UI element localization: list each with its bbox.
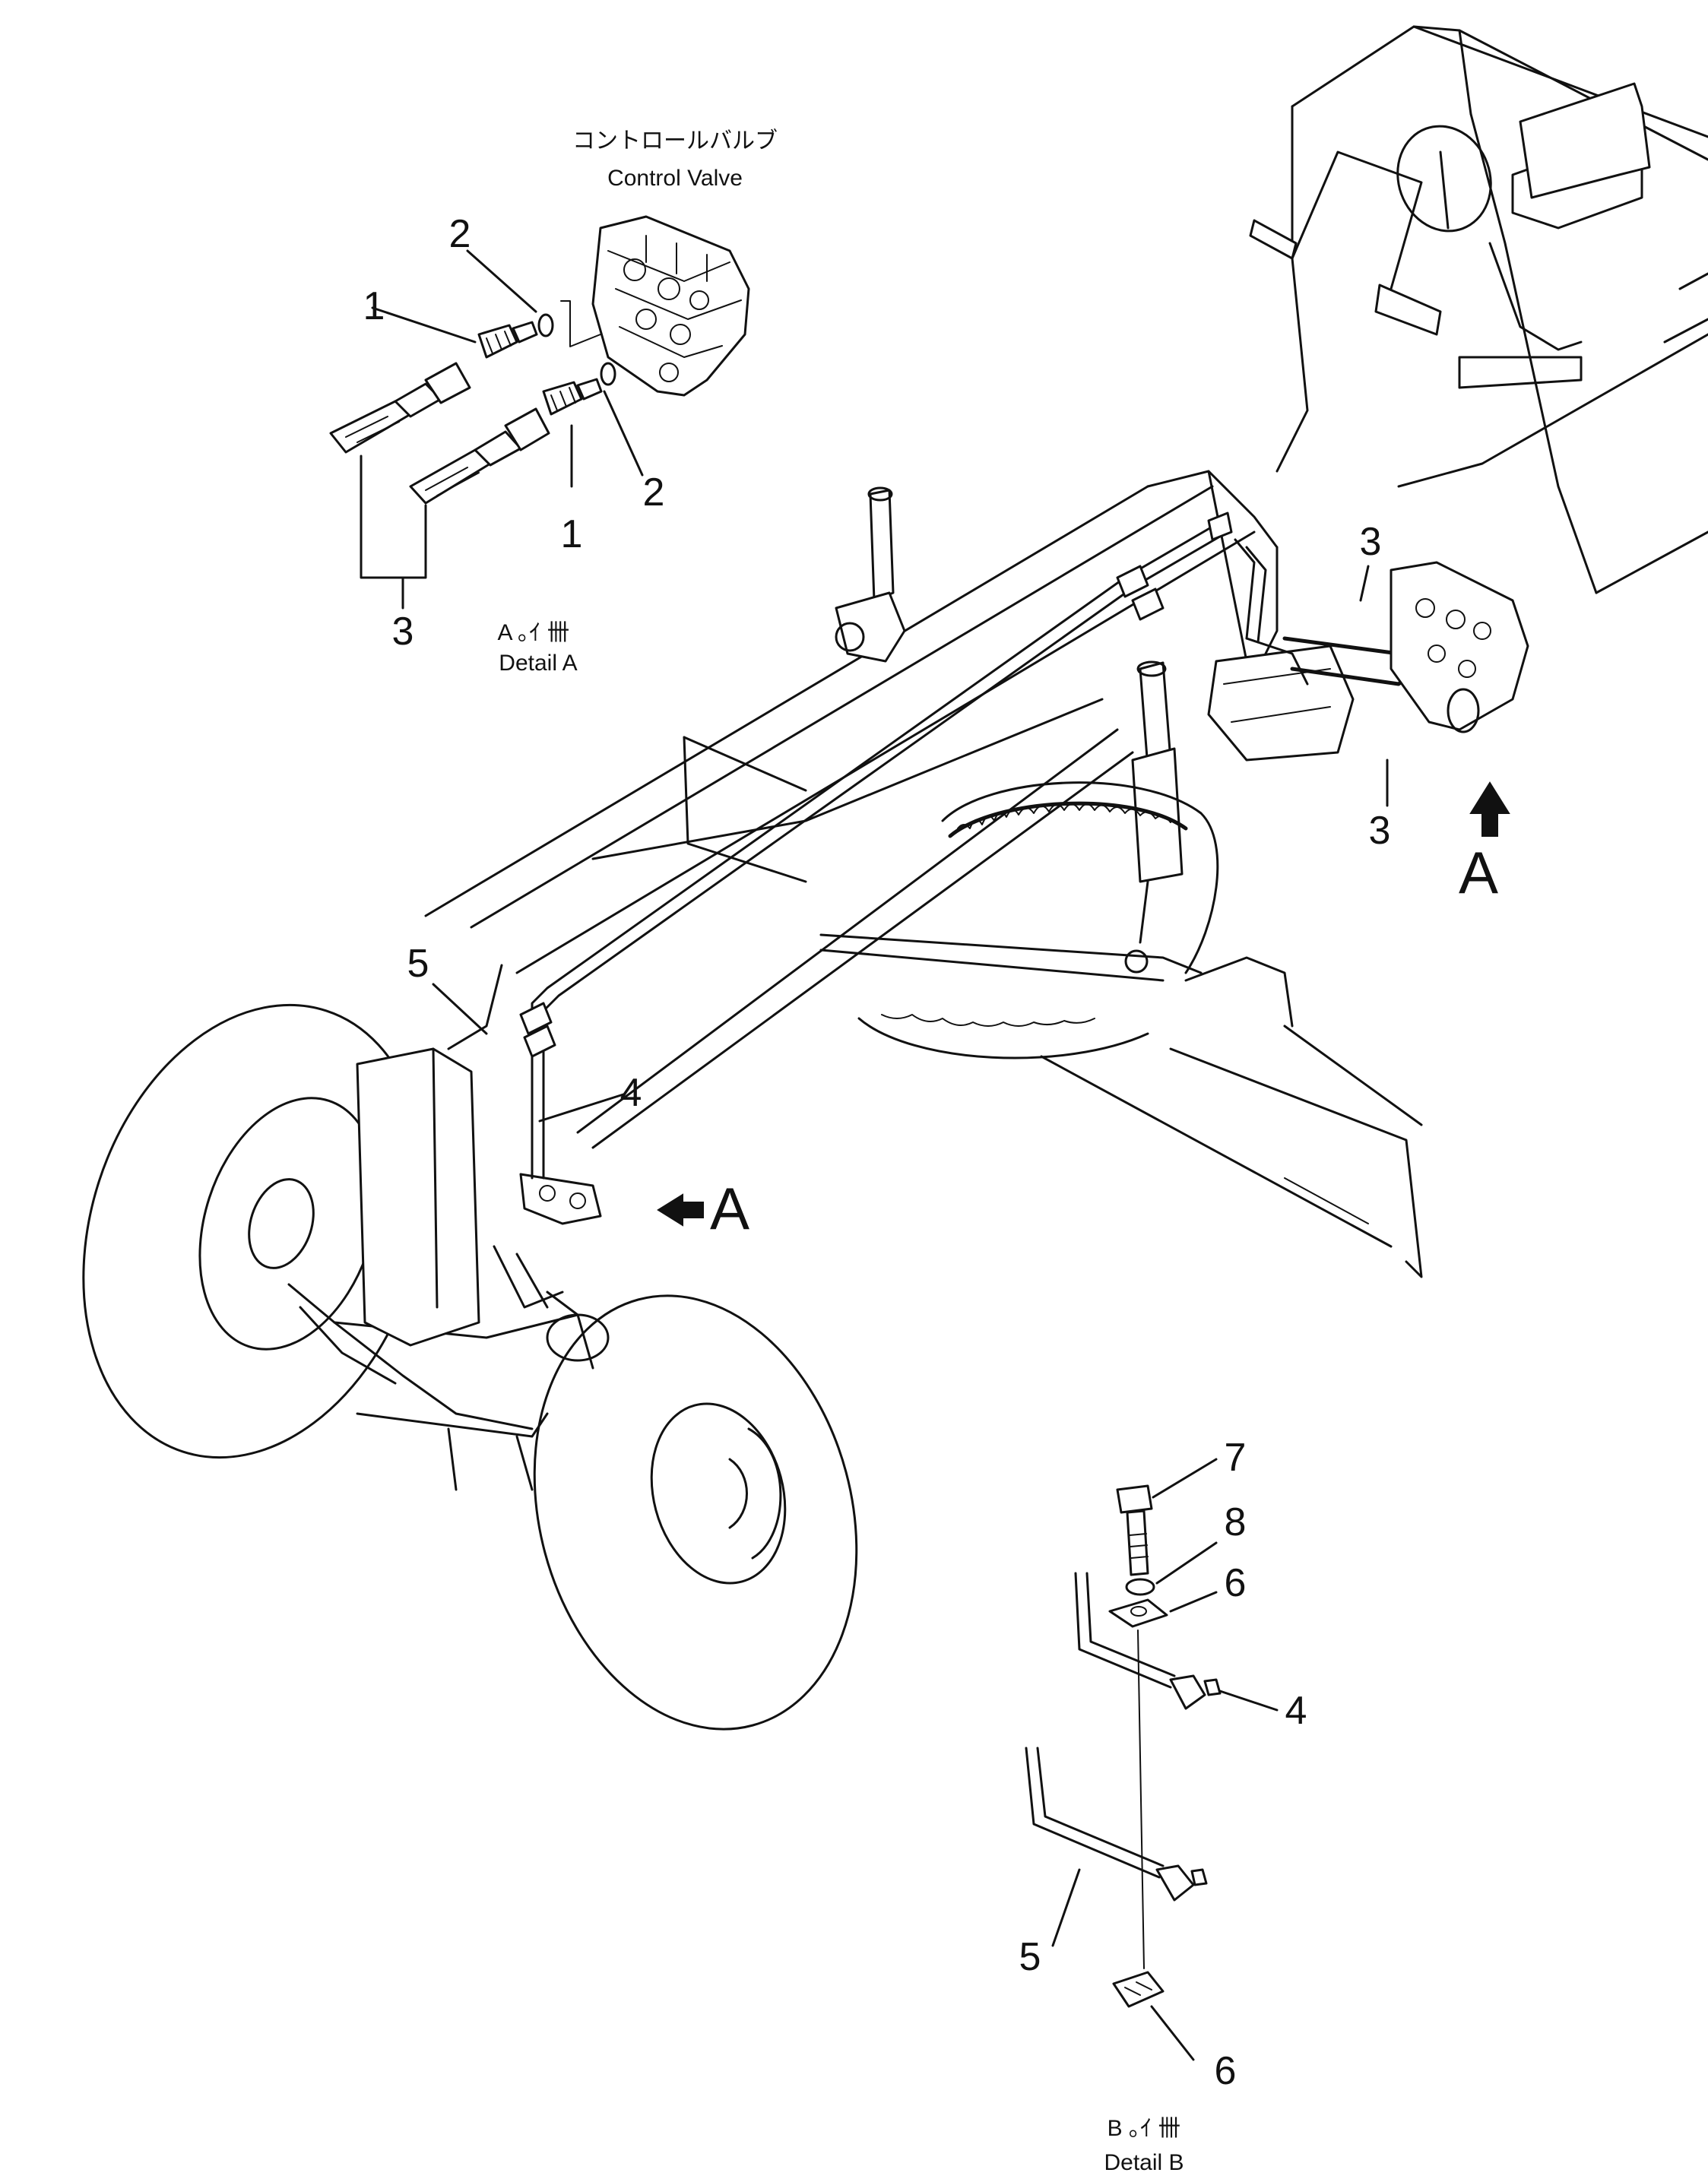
control-valve-en-label: Control Valve [607, 166, 743, 191]
view-arrow-a-left-letter: A [710, 1175, 749, 1242]
callout-3-detail-a: 3 [392, 610, 414, 654]
detail-b-jp-label: B ｡ｲ 卌 [1108, 2116, 1181, 2141]
view-arrow-a-right [1469, 781, 1510, 837]
detail-b-assembly [1025, 1458, 1279, 2061]
view-arrow-a-right-letter: A [1459, 839, 1498, 906]
callout-1-bottom: 1 [561, 512, 583, 556]
callout-6-bottom: 6 [1215, 2049, 1237, 2093]
callout-4-main: 4 [620, 1071, 642, 1115]
o-ring-lower [600, 362, 616, 386]
view-arrow-a-left [657, 1193, 704, 1227]
callout-7: 7 [1225, 1436, 1247, 1480]
callout-6-top: 6 [1225, 1561, 1247, 1605]
callout-5-detail-b: 5 [1019, 1935, 1041, 1979]
callout-2-bottom: 2 [643, 470, 665, 515]
detail-a-assembly [329, 215, 750, 610]
clamp-6-lower [1112, 1971, 1165, 2008]
callout-2-top: 2 [449, 212, 471, 256]
motor-grader-drawing [82, 25, 1708, 1731]
o-ring-upper [537, 313, 554, 337]
washer-8-drawing [1125, 1578, 1155, 1596]
hose-lower [409, 407, 550, 505]
callout-1-top: 1 [363, 284, 385, 328]
callout-4-detail-b: 4 [1285, 1689, 1307, 1733]
control-valve-on-machine [1390, 561, 1529, 733]
callout-5-main: 5 [407, 942, 429, 986]
adapter-upper [477, 321, 538, 359]
callout-3-main-top: 3 [1360, 520, 1382, 564]
detail-a-en-label: Detail A [499, 651, 577, 676]
detail-a-jp-label: A ｡ｲ 卌 [497, 620, 569, 645]
front-right-wheel [533, 1294, 858, 1731]
clamp-6-upper [1108, 1598, 1168, 1628]
control-valve-drawing [591, 215, 750, 397]
callout-8: 8 [1225, 1500, 1247, 1544]
control-valve-jp-label: コントロールバルブ [572, 128, 778, 154]
adapter-lower [542, 378, 603, 416]
hose-upper [329, 362, 471, 454]
bolt-7-drawing [1116, 1484, 1153, 1576]
detail-b-en-label: Detail B [1104, 2150, 1184, 2175]
callout-3-main-bottom: 3 [1369, 809, 1391, 853]
